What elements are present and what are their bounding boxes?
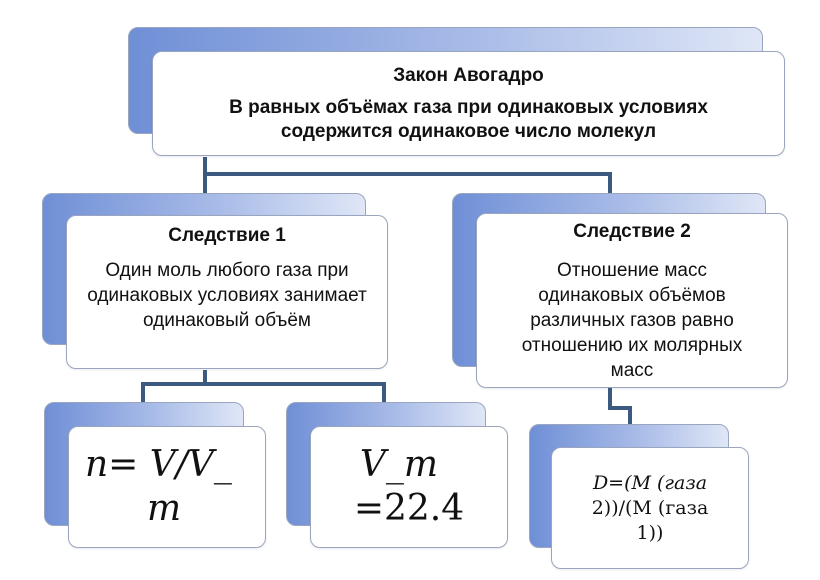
formula3-node: D=(М (газа 2))/(М (газа 1)) [551,447,749,569]
formula3-line2: 2))/(М (газа [591,496,709,519]
formula3-line3: 1)) [636,521,664,544]
formula2-node: V_m =22.4 [310,426,508,548]
connector-root-bar [205,172,612,193]
root-node: Закон Авогадро В равных объёмах газа при… [152,51,785,156]
consequence1-text: Один моль любого газа при одинаковых усл… [87,260,367,331]
consequence2-title: Следствие 2 [573,221,691,242]
consequence1-title: Следствие 1 [168,225,286,246]
consequence2-node: Следствие 2 Отношение масс одинаковых об… [476,213,788,388]
formula2-line1: V_m [359,444,439,485]
formula1-node: n= V/V_ m [68,426,266,548]
connector-c1-bar [141,382,386,402]
consequence1-node: Следствие 1 Один моль любого газа при од… [66,215,388,369]
formula3-line1: D=(М (газа [592,471,708,494]
formula1-line1: n= V/V_ [85,444,232,485]
formula2-line2: =22.4 [353,488,465,529]
root-text: В равных объёмах газа при одинаковых усл… [229,96,708,142]
consequence2-text: Отношение масс одинаковых объёмов различ… [521,260,743,381]
root-title: Закон Авогадро [393,64,544,86]
connector-c2-to-f3 [608,388,632,424]
formula1-line2: m [147,488,182,529]
